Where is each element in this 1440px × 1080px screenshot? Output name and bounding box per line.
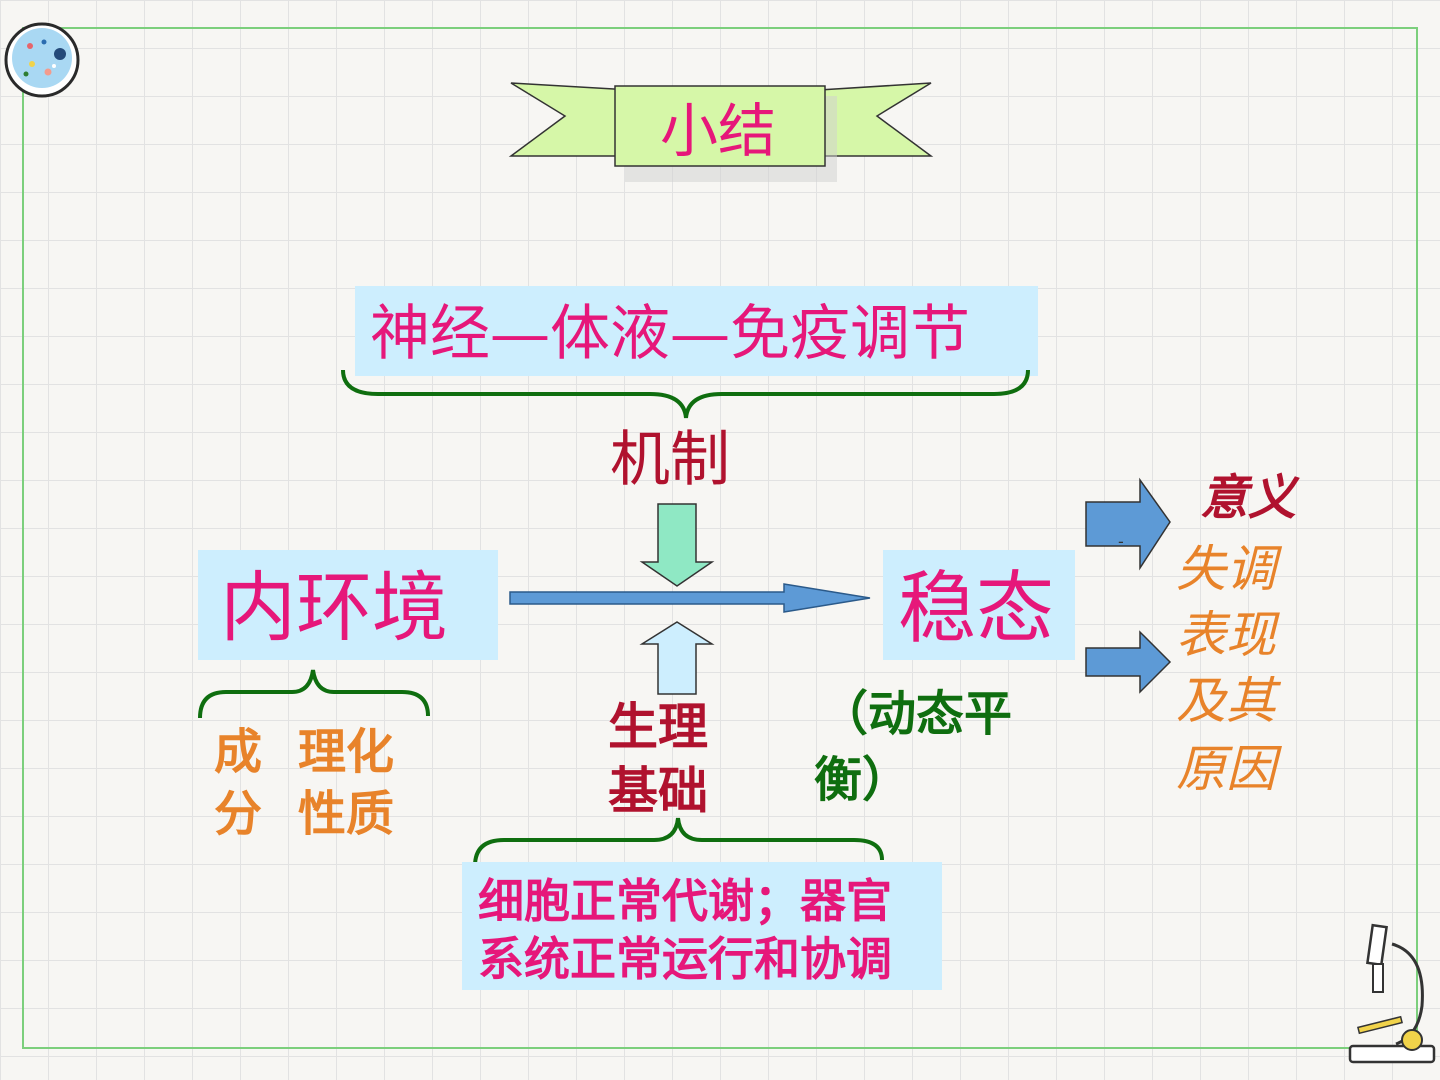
left-brace bbox=[198, 669, 430, 719]
disorder-line-4: 原因 bbox=[1176, 740, 1276, 798]
internal-environment-text: 内环境 bbox=[220, 563, 448, 652]
up-arrow bbox=[639, 621, 715, 695]
internal-environment-box bbox=[198, 550, 498, 660]
regulation-text: 神经—体液—免疫调节 bbox=[370, 299, 970, 369]
arrow-mark: - bbox=[1118, 532, 1124, 551]
bottom-brace bbox=[473, 817, 884, 867]
mechanism-label: 机制 bbox=[610, 425, 730, 495]
main-arrow bbox=[509, 583, 871, 613]
top-brace bbox=[341, 369, 1030, 419]
physicochemical-line-1: 理化 bbox=[298, 724, 395, 780]
dynamic-balance-line-2: 衡） bbox=[814, 752, 911, 808]
petri-dish-icon bbox=[4, 22, 80, 98]
manifestation-arrow bbox=[1085, 630, 1172, 694]
meaning-arrow bbox=[1085, 477, 1171, 571]
physiological-basis-line-2: 基础 bbox=[608, 762, 708, 820]
basis-detail-line-1: 细胞正常代谢；器官 bbox=[478, 874, 892, 928]
meaning-label: 意义 bbox=[1200, 470, 1297, 526]
disorder-line-1: 失调 bbox=[1176, 540, 1276, 598]
composition-char-2: 分 bbox=[214, 786, 263, 842]
composition-char-1: 成 bbox=[214, 724, 263, 780]
homeostasis-box bbox=[883, 550, 1075, 660]
basis-detail-box bbox=[462, 862, 942, 990]
basis-detail-line-2: 系统正常运行和协调 bbox=[478, 932, 892, 986]
microscope-icon bbox=[1348, 923, 1436, 1064]
physicochemical-line-2: 性质 bbox=[298, 786, 395, 842]
banner-title: 小结 bbox=[660, 97, 777, 165]
physiological-basis-line-1: 生理 bbox=[608, 698, 708, 756]
homeostasis-text: 稳态 bbox=[898, 564, 1055, 654]
disorder-line-3: 及其 bbox=[1176, 672, 1276, 730]
regulation-box bbox=[355, 286, 1038, 376]
dynamic-balance-line-1: （动态平 bbox=[820, 686, 1013, 742]
disorder-line-2: 表现 bbox=[1176, 606, 1276, 664]
slide-frame bbox=[22, 27, 1418, 1049]
title-banner bbox=[508, 82, 934, 182]
down-arrow bbox=[639, 503, 715, 587]
